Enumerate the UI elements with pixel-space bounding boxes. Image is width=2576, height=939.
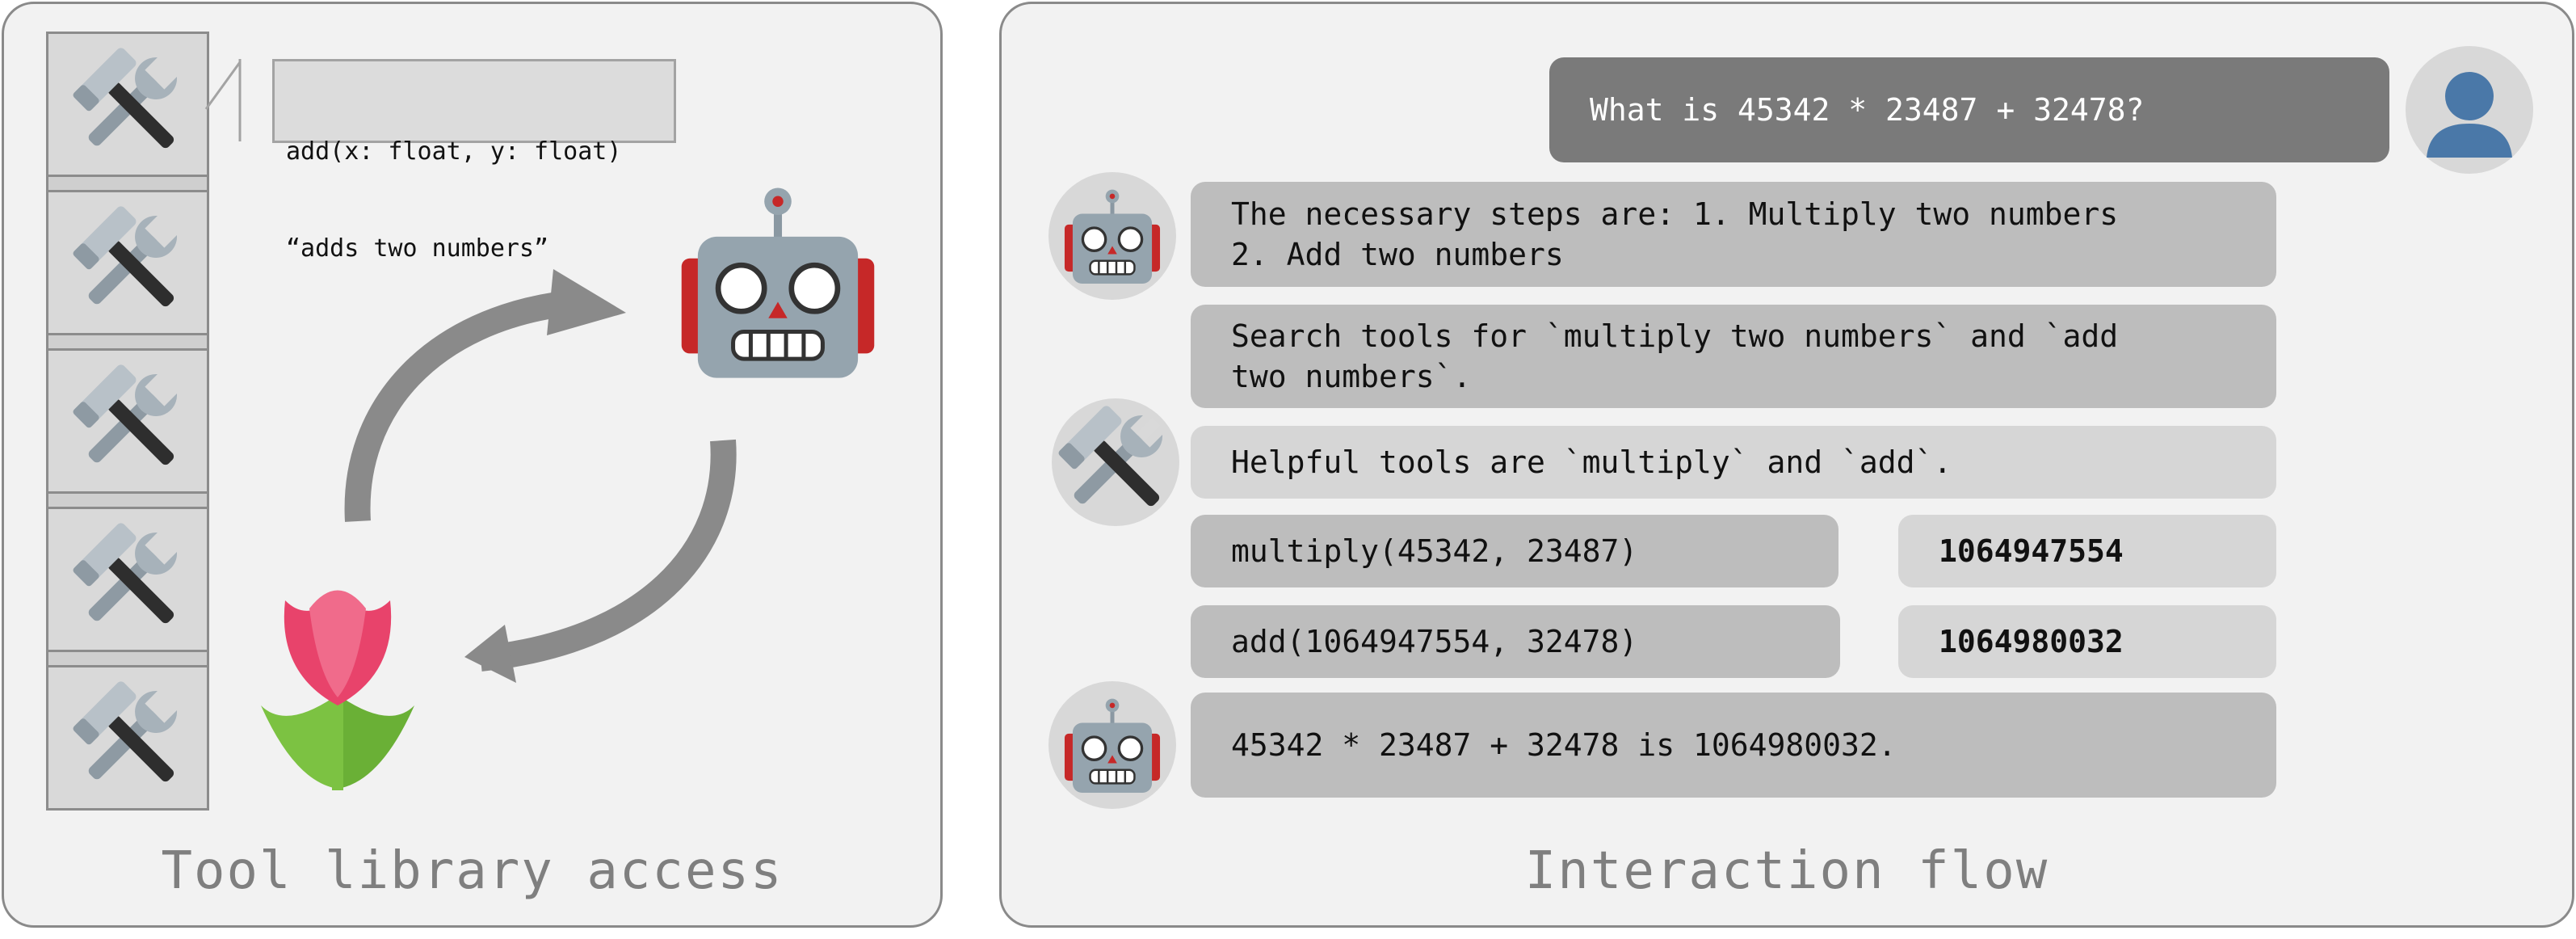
cycle-arrows — [344, 269, 737, 683]
user-message: What is 45342 * 23487 + 32478? — [1549, 57, 2389, 162]
tool-divider — [46, 652, 209, 665]
hammer-and-wrench-icon — [71, 679, 189, 797]
user-avatar — [2406, 46, 2533, 174]
tool-library-panel: add(x: float, y: float) “adds two number… — [2, 2, 943, 928]
panel-title: Tool library access — [161, 841, 784, 901]
hammer-and-wrench-icon — [71, 520, 189, 638]
hammer-and-wrench-icon — [71, 204, 189, 322]
tool-slot[interactable] — [46, 348, 209, 494]
tool-result-message: Helpful tools are `multiply` and `add`. — [1191, 426, 2276, 499]
assistant-search-message: Search tools for `multiply two numbers` … — [1191, 305, 2276, 408]
hammer-and-wrench-icon — [71, 45, 189, 163]
robot-icon — [1063, 697, 1162, 794]
interaction-flow-panel: What is 45342 * 23487 + 32478? The neces… — [999, 2, 2574, 928]
tools-found-text: Helpful tools are `multiply` and `add`. — [1231, 444, 1952, 480]
assistant-avatar — [1048, 172, 1176, 300]
assistant-plan-message: The necessary steps are: 1. Multiply two… — [1191, 182, 2276, 287]
tool-slot[interactable] — [46, 32, 209, 177]
tool-divider — [46, 177, 209, 190]
tool-output-text: 1064947554 — [1939, 533, 2124, 569]
plan-text: The necessary steps are: 1. Multiply two… — [1231, 196, 2119, 272]
tool-call-message: add(1064947554, 32478) — [1191, 605, 1840, 678]
tool-signature-box: add(x: float, y: float) “adds two number… — [272, 59, 676, 263]
tool-divider — [46, 494, 209, 507]
tool-stack — [46, 32, 209, 820]
tool-slot[interactable] — [46, 507, 209, 652]
hammer-and-wrench-icon — [71, 362, 189, 480]
tool-avatar — [1052, 398, 1179, 526]
tool-output-message: 1064947554 — [1898, 515, 2276, 587]
assistant-answer-message: 45342 * 23487 + 32478 is 1064980032. — [1191, 693, 2276, 798]
tulip-icon — [261, 590, 414, 790]
callout-connector — [204, 59, 242, 141]
robot-icon — [1063, 187, 1162, 285]
tool-output-text: 1064980032 — [1939, 624, 2124, 659]
signature-line: add(x: float, y: float) — [286, 137, 622, 166]
signature-description: “adds two numbers” — [286, 234, 549, 263]
answer-text: 45342 * 23487 + 32478 is 1064980032. — [1231, 727, 1897, 763]
assistant-avatar — [1048, 681, 1176, 809]
user-silhouette-icon — [2427, 72, 2512, 158]
tool-divider — [46, 335, 209, 348]
hammer-and-wrench-icon — [1057, 403, 1179, 526]
tool-slot[interactable] — [46, 665, 209, 811]
tool-output-message: 1064980032 — [1898, 605, 2276, 678]
tool-call-message: multiply(45342, 23487) — [1191, 515, 1838, 587]
search-text: Search tools for `multiply two numbers` … — [1231, 318, 2119, 394]
panel-title: Interaction flow — [1524, 841, 2049, 901]
tool-slot[interactable] — [46, 190, 209, 335]
tool-call-text: add(1064947554, 32478) — [1231, 624, 1638, 659]
user-message-text: What is 45342 * 23487 + 32478? — [1590, 92, 2145, 128]
tool-call-text: multiply(45342, 23487) — [1231, 533, 1638, 569]
